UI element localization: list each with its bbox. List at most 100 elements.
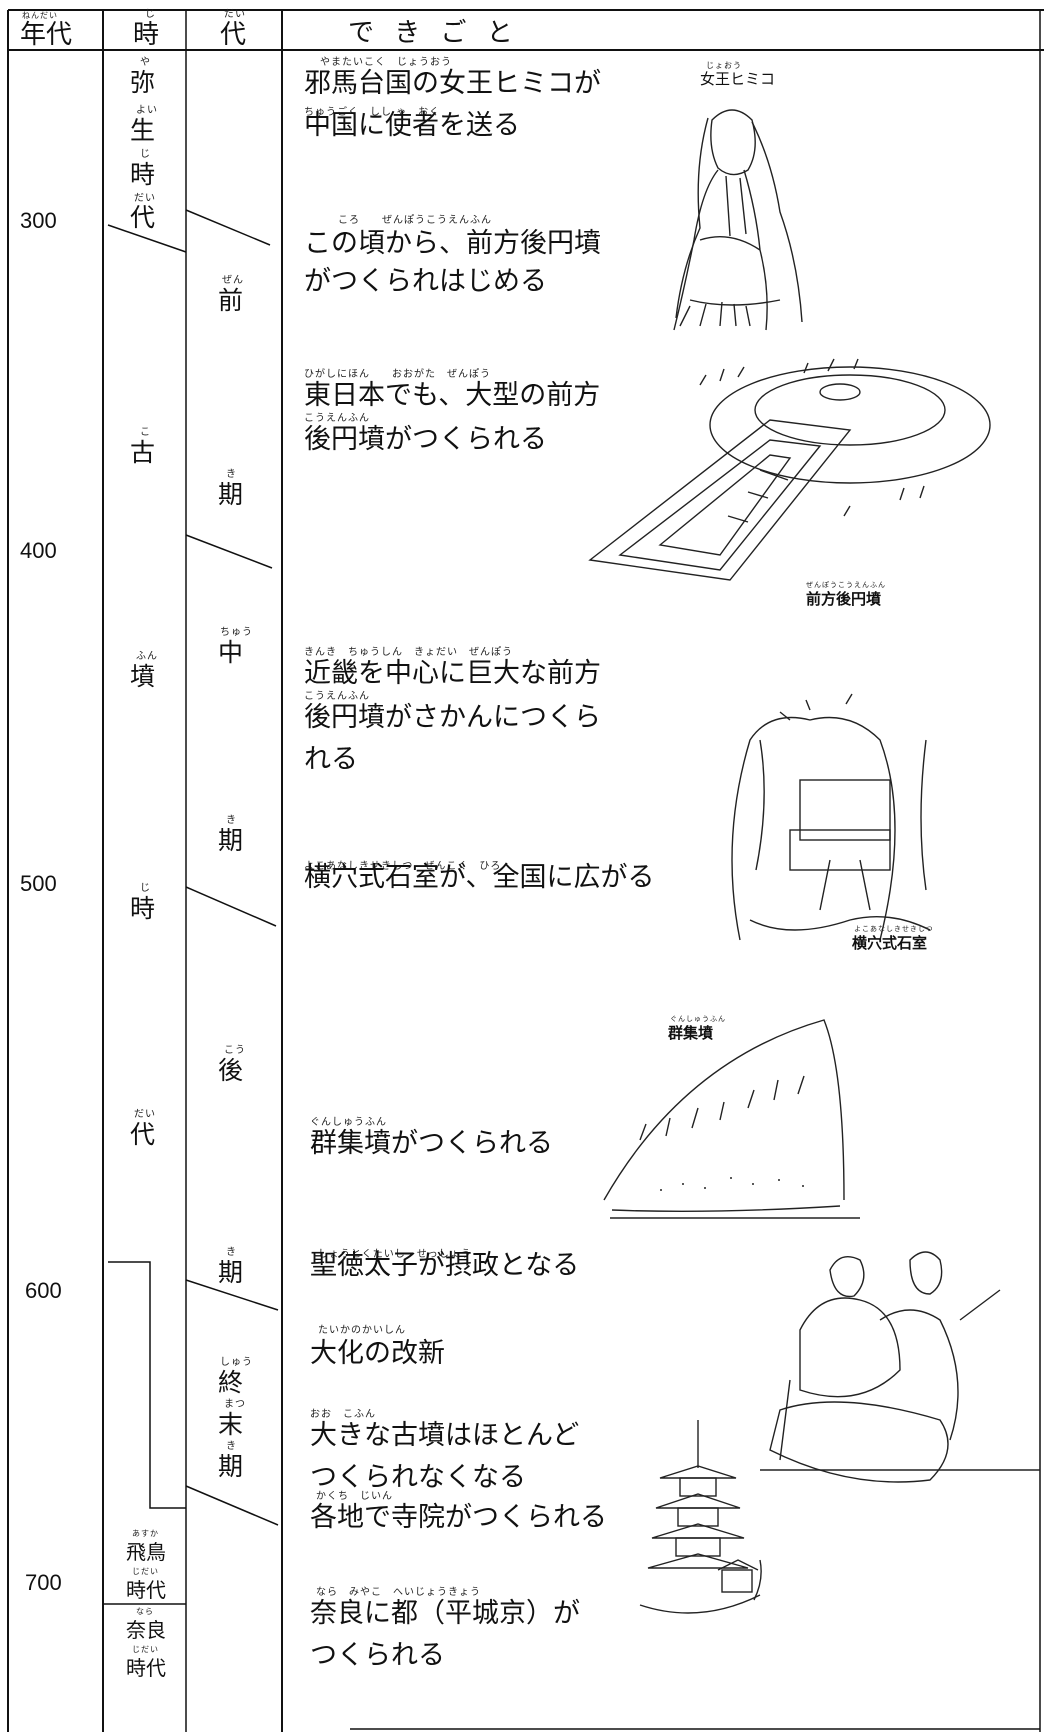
era-char-ruby: だい: [134, 1109, 156, 1120]
era-char-ruby: じ: [140, 149, 151, 160]
year-label: 400: [20, 538, 57, 563]
year-label: 700: [25, 1570, 62, 1595]
event-line: 東日本でも、大型の前方: [304, 380, 601, 411]
pagoda-illustration: [639, 1420, 762, 1614]
header-dai-ruby: だい: [224, 9, 246, 20]
event-line: 大きな古墳はほとんど: [310, 1420, 580, 1451]
year-label: 600: [25, 1278, 62, 1303]
event-line: 近畿を中心に巨大な前方: [304, 658, 601, 689]
event-line: 後円墳がさかんにつくら: [304, 702, 601, 733]
event-line: がつくられはじめる: [304, 266, 547, 297]
event-ruby: ぐんしゅうふん: [310, 1117, 387, 1128]
stone-chamber-illustration: [731, 693, 931, 941]
period-char: 期: [218, 1258, 244, 1287]
event-line: 後円墳がつくられる: [304, 424, 547, 455]
asuka-ruby: あすか: [132, 1529, 159, 1538]
caption-ruby: ぐんしゅうふん: [670, 1015, 726, 1023]
caption-ruby: ぜんぽうこうえんふん: [806, 581, 886, 589]
event-line: 横穴式石室が、全国に広がる: [304, 862, 655, 893]
era-nara-jidai: 時代: [126, 1656, 166, 1680]
era-char-ruby: じ: [140, 883, 151, 894]
era-char: 時: [130, 894, 156, 923]
event-line: 群集墳がつくられる: [310, 1128, 553, 1159]
era-char: 古: [130, 438, 156, 467]
event-line: つくられる: [310, 1640, 445, 1671]
era-char-ruby: よい: [136, 105, 158, 116]
event-ruby: ころ ぜんぽうこうえんふん: [338, 215, 492, 226]
period-char-ruby: き: [226, 1247, 237, 1258]
caption-yokoana: 横穴式石室: [852, 934, 928, 952]
era-char-ruby: だい: [134, 193, 156, 204]
period-char-ruby: き: [226, 1441, 237, 1452]
event-ruby: おお こふん: [310, 1409, 376, 1420]
event-ruby: ちゅうごく しし ゃ おく: [304, 107, 441, 118]
prince-shotoku-illustration: [760, 1251, 1040, 1483]
header-nendai-ruby: ねんだい: [22, 11, 58, 20]
period-char-ruby: まつ: [224, 1399, 246, 1410]
nara-ruby: なら: [136, 1607, 154, 1616]
event-line: 中国に使者を送る: [304, 110, 520, 141]
event-ruby: しょうとくたいし せっしょう: [318, 1249, 472, 1260]
year-label: 300: [20, 208, 57, 233]
caption-ruby: じょおう: [706, 61, 742, 70]
event-ruby: たいかのかいしん: [318, 1325, 406, 1336]
era-asuka: 飛鳥: [126, 1540, 166, 1564]
era-char-ruby: や: [140, 57, 151, 68]
event-line: 大化の改新: [310, 1338, 445, 1369]
era-char-ruby: こ: [140, 427, 151, 438]
caption-zenpo: 前方後円墳: [806, 590, 882, 608]
header-ji: 時: [133, 20, 160, 50]
caption-himiko: 女王ヒミコ: [700, 70, 776, 88]
event-line: れる: [304, 744, 358, 775]
period-char: 後: [218, 1056, 244, 1085]
event-line: 奈良に都（平城京）が: [310, 1598, 580, 1629]
event-ruby: よこあなしきせきしつ ぜんこく ひろ: [304, 861, 502, 872]
period-char: 期: [218, 1452, 244, 1481]
event-ruby: こうえんふん: [304, 413, 370, 424]
era-char: 時: [130, 160, 156, 189]
event-line: 聖徳太子が摂政となる: [310, 1250, 580, 1281]
event-ruby: きんき ちゅうしん きょだい ぜんぽう: [304, 647, 513, 658]
event-line: この頃から、前方後円墳: [304, 228, 601, 259]
event-line: 邪馬台国の女王ヒミコが: [304, 68, 601, 99]
header-dai: 代: [220, 20, 247, 50]
era-char: 代: [130, 203, 156, 232]
event-ruby: こうえんふん: [304, 691, 370, 702]
period-char: 終: [218, 1368, 244, 1397]
event-ruby: なら みやこ へいじょうきょう: [316, 1587, 481, 1598]
era-nara: 奈良: [126, 1618, 166, 1642]
period-char: 中: [218, 638, 244, 667]
caption-ruby: よこあなしきせきしつ: [854, 925, 934, 933]
period-char-ruby: き: [226, 469, 237, 480]
header-ji-ruby: じ: [145, 9, 156, 20]
period-char: 前: [218, 286, 244, 315]
period-char-ruby: しゅう: [220, 1357, 253, 1368]
nara-jidai-ruby: じだい: [132, 1645, 159, 1654]
year-label: 500: [20, 871, 57, 896]
header-nendai: 年代: [20, 20, 73, 50]
event-ruby: かくち じいん: [316, 1491, 393, 1502]
period-char-ruby: ちゅう: [220, 627, 253, 638]
tumulus-cluster-illustration: [603, 1019, 860, 1219]
event-line: 各地で寺院がつくられる: [310, 1502, 607, 1533]
period-char-ruby: ぜん: [222, 275, 244, 286]
himiko-illustration: [673, 109, 803, 331]
era-char: 代: [130, 1120, 156, 1149]
event-ruby: ひがしにほん おおがた ぜんぽう: [304, 369, 491, 380]
asuka-jidai-ruby: じだい: [132, 1567, 159, 1576]
caption-gunshu: 群集墳: [668, 1024, 714, 1042]
era-char: 墳: [130, 662, 156, 691]
period-char: 期: [218, 826, 244, 855]
era-char: 生: [130, 116, 156, 145]
period-char-ruby: き: [226, 815, 237, 826]
event-line: つくられなくなる: [310, 1462, 526, 1493]
header-dekigoto: で き ご と: [348, 18, 519, 48]
event-ruby: やまたいこく じょうおう: [320, 57, 452, 68]
era-asuka-jidai: 時代: [126, 1578, 166, 1602]
era-char: 弥: [130, 68, 156, 97]
period-char-ruby: こう: [224, 1045, 246, 1056]
period-char: 末: [218, 1410, 244, 1439]
